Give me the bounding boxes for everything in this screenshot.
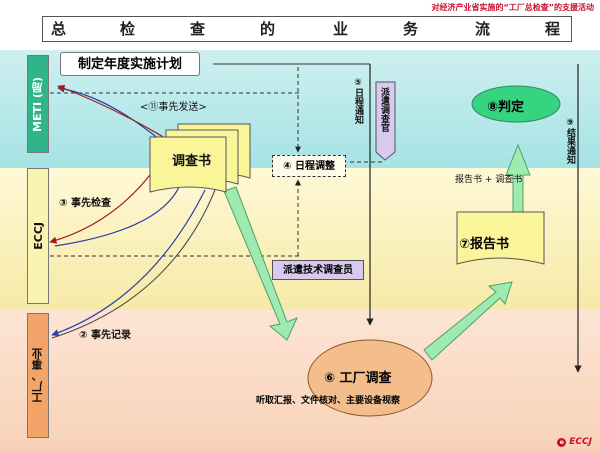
green-arrow-survey [223,186,298,341]
title-char: 总 [51,20,67,38]
factory-label: 工厂、事业 [27,313,49,438]
step1-label: <⑪事先发送> [140,102,207,113]
factory-survey-sub: 听取汇报、文件核对、主要设备视察 [256,396,401,406]
arrow-meti-red [57,84,166,139]
eccj-logo: e ECCJ [557,437,592,447]
judge-ellipse [471,85,561,123]
survey-form-label: 调查书 [172,154,212,169]
title-char: 的 [260,20,276,38]
factory-survey-label: ⑥ 工厂调查 [324,371,392,386]
step2-label: ② 事先记录 [79,330,131,341]
title-char: 查 [190,20,206,38]
arrow-eccj-blue [54,184,181,247]
title-bar: 总 检 查 的 业 务 流 程 [42,16,572,42]
eccj-logo-text: ECCJ [569,437,592,447]
judge-label: ⑧判定 [487,100,525,115]
title-char: 程 [545,20,561,38]
top-note: 对经济产业省实施的“工厂总检查”的支援活动 [431,3,594,12]
title-char: 流 [475,20,491,38]
plan-box: 制定年度实施计划 [60,52,200,76]
title-char: 务 [403,20,419,38]
dispatch-official-label: 派遣调查官 [379,87,389,132]
schedule-box: ④ 日程调整 [272,155,346,177]
report-plus-label: 报告书 + 调查书 [455,175,523,185]
report-doc [456,211,545,265]
survey-doc-front [149,136,227,193]
arrow-advance-check [49,174,151,244]
eccj-label: ECCJ [27,168,49,304]
dispatch-official-arrow [375,81,396,161]
green-arrow-judge [505,143,531,214]
green-arrow-report [423,281,513,361]
eccj-logo-icon: e [557,437,567,447]
factory-lane [0,310,600,451]
arrow-advance-record [51,189,206,337]
title-char: 检 [120,20,136,38]
arrow-advance-send [57,85,161,141]
arrow-factory-dark [51,189,216,339]
meti-label: METI (局) [27,55,49,153]
report-label: ⑦报告书 [459,237,510,252]
step5-label: ⑤日程通知 [353,78,363,124]
step9-label: ⑨结果通知 [565,118,575,164]
tech-staff-box: 派遣技术调查员 [272,260,364,280]
title-char: 业 [333,20,349,38]
step3-label: ③ 事先检查 [59,198,111,209]
factory-survey-ellipse [307,339,433,417]
